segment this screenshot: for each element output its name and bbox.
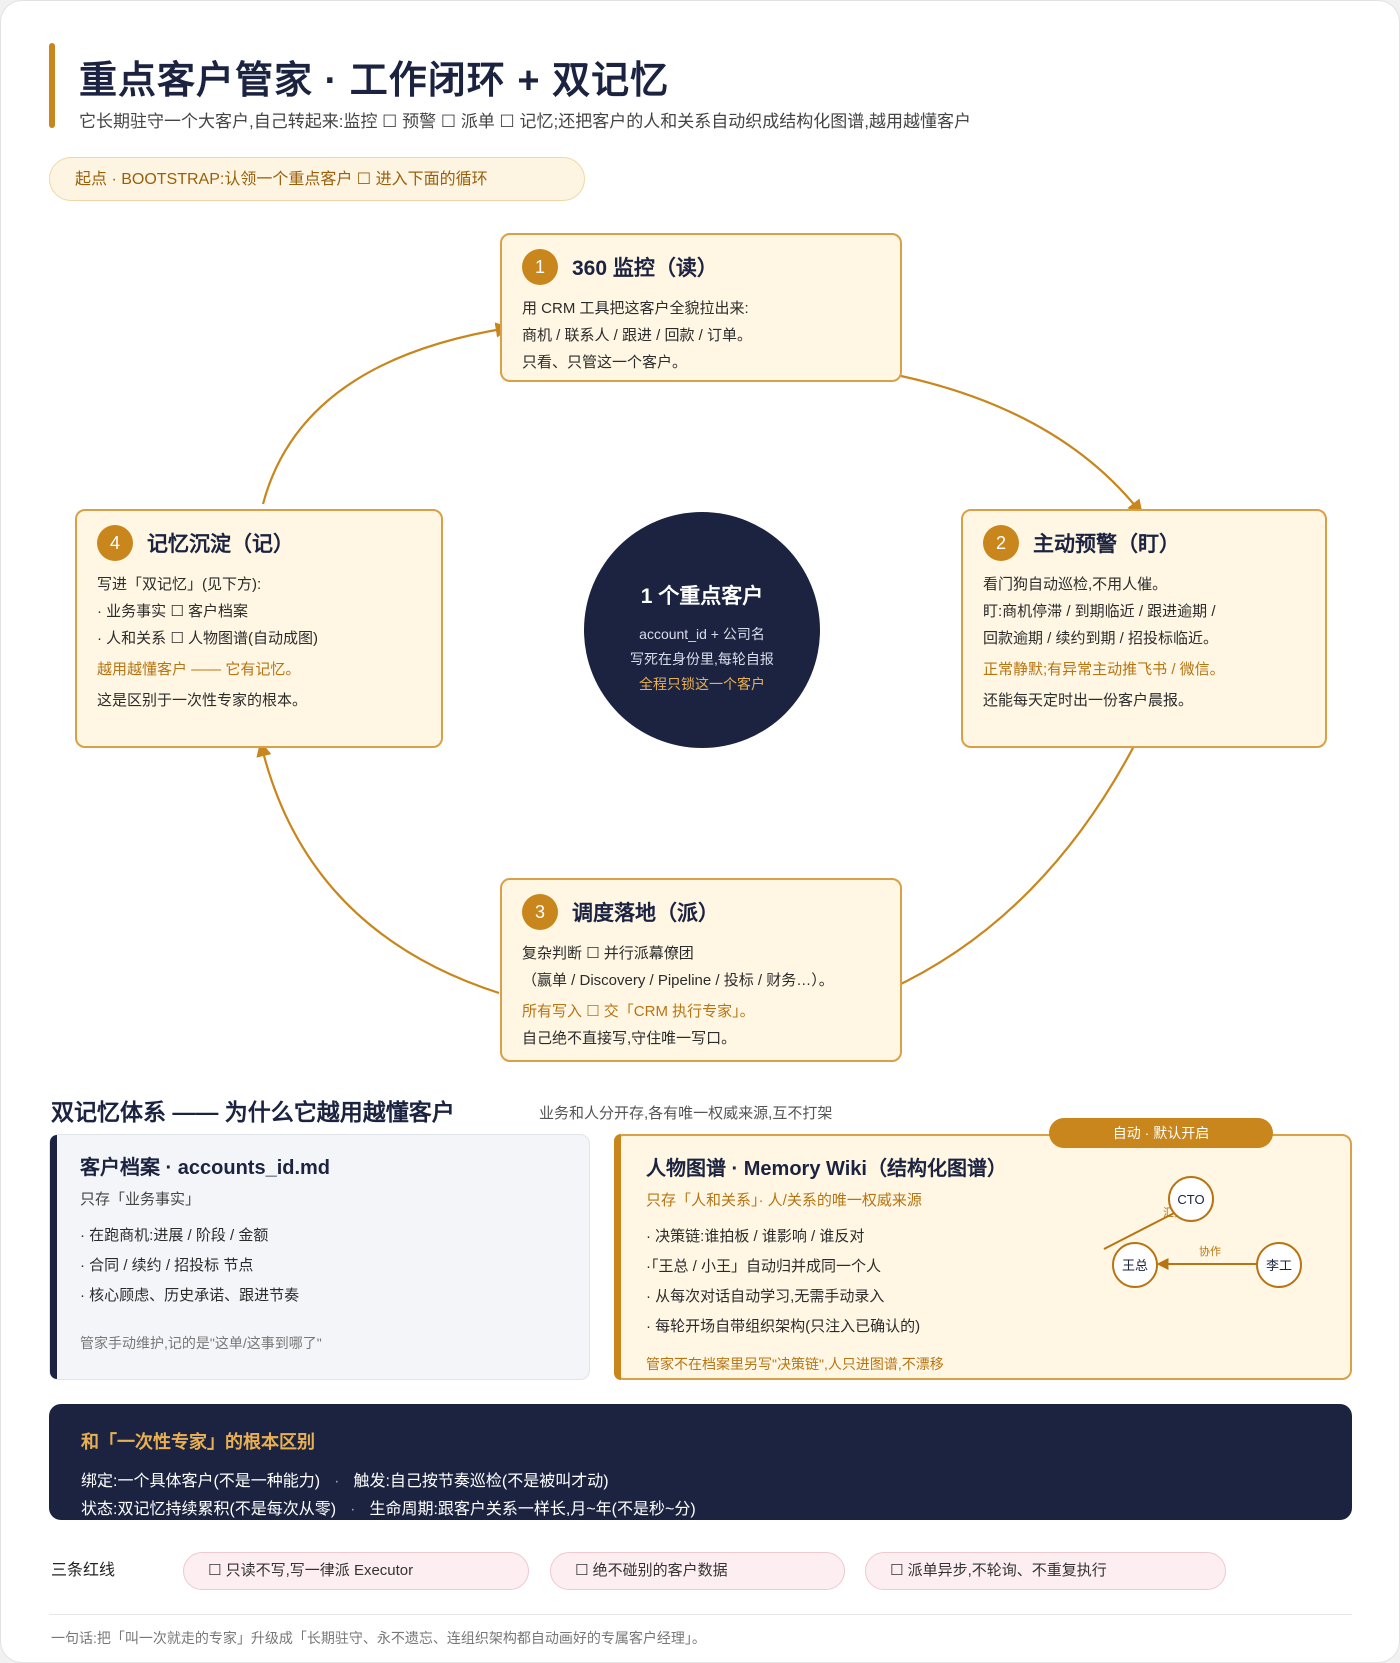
page-subtitle: 它长期驻守一个大客户,自己转起来:监控 ☐ 预警 ☐ 派单 ☐ 记忆;还把客户的… <box>79 112 971 131</box>
step-text: 用 CRM 工具把这客户全貌拉出来: <box>522 300 749 317</box>
list-item: ·「王总 / 小王」自动归并成同一个人 <box>646 1258 881 1275</box>
difference-row: 状态:双记忆持续累积(不是每次从零) · 生命周期:跟客户关系一样长,月~年(不是秒… <box>81 1496 1320 1524</box>
mini-org-graph: 汇报 协作 CTO 王总 李工 <box>1103 1176 1302 1288</box>
step-alert-box: 2 主动预警（盯） 看门狗自动巡检,不用人催。 盯:商机停滞 / 到期临近 / … <box>961 509 1327 748</box>
graph-node-wang <box>1112 1242 1158 1288</box>
step-text: 商机 / 联系人 / 跟进 / 回款 / 订单。 <box>522 327 753 344</box>
center-text: 写死在身份里,每轮自报 <box>630 651 774 667</box>
step-text: 复杂判断 ☐ 并行派幕僚团 <box>522 945 694 962</box>
difference-item: 状态:双记忆持续累积(不是每次从零) <box>81 1501 337 1518</box>
center-customer-circle: 1 个重点客户 account_id + 公司名 写死在身份里,每轮自报 全程只… <box>584 512 820 748</box>
step-text: 回款逾期 / 续约到期 / 招投标临近。 <box>983 630 1219 647</box>
graph-node-label: CTO <box>1177 1192 1204 1207</box>
center-title: 1 个重点客户 <box>640 585 764 608</box>
list-item: · 在跑商机:进展 / 阶段 / 金额 <box>80 1227 269 1244</box>
step-title: 调度落地（派） <box>572 902 719 925</box>
arrow-1-to-2 <box>900 374 1143 516</box>
step-text: 自己绝不直接写,守住唯一写口。 <box>522 1030 737 1047</box>
step-title: 360 监控（读） <box>572 257 718 280</box>
graph-node-label: 李工 <box>1266 1258 1292 1273</box>
step-text: 盯:商机停滞 / 到期临近 / 跟进逾期 / <box>983 603 1216 620</box>
step-text: 看门狗自动巡检,不用人催。 <box>983 576 1168 593</box>
panel-footnote: 管家手动维护,记的是"这单/这事到哪了" <box>80 1335 322 1351</box>
redlines-label: 三条红线 <box>51 1562 116 1579</box>
list-item: · 决策链:谁拍板 / 谁影响 / 谁反对 <box>646 1228 865 1245</box>
difference-item: 生命周期:跟客户关系一样长,月~年(不是秒~分) <box>369 1501 696 1518</box>
graph-edge-label: 协作 <box>1199 1244 1221 1258</box>
step-memory-box: 4 记忆沉淀（记） 写进「双记忆」(见下方): · 业务事实 ☐ 客户档案 · … <box>75 509 443 748</box>
step-accent-text: 所有写入 ☐ 交「CRM 执行专家」。 <box>522 1003 755 1020</box>
redline-pill: ☐ 只读不写,写一律派 Executor <box>183 1552 529 1590</box>
difference-row: 绑定:一个具体客户(不是一种能力) · 触发:自己按节奏巡检(不是被叫才动) <box>81 1468 1320 1496</box>
step-text: · 业务事实 ☐ 客户档案 <box>97 603 248 620</box>
step-accent-text: 越用越懂客户 —— 它有记忆。 <box>97 661 301 678</box>
graph-node-li <box>1256 1242 1302 1288</box>
step-monitor-box: 1 360 监控（读） 用 CRM 工具把这客户全貌拉出来: 商机 / 联系人 … <box>500 233 902 382</box>
difference-item: 绑定:一个具体客户(不是一种能力) <box>81 1473 321 1490</box>
people-graph-panel: 人物图谱 · Memory Wiki（结构化图谱） 只存「人和关系」· 人/关系… <box>614 1134 1352 1380</box>
account-profile-panel: 客户档案 · accounts_id.md 只存「业务事实」 · 在跑商机:进展… <box>49 1134 590 1380</box>
center-text: account_id + 公司名 <box>639 626 765 642</box>
step-number-badge: 2 <box>983 525 1019 561</box>
difference-title: 和「一次性专家」的根本区别 <box>81 1432 315 1452</box>
graph-node-label: 王总 <box>1122 1258 1148 1273</box>
arrow-2-to-3 <box>883 745 1135 993</box>
graph-node-cto <box>1168 1176 1214 1222</box>
loop-arrows <box>256 322 1143 995</box>
redline-pill: ☐ 派单异步,不轮询、不重复执行 <box>865 1552 1226 1590</box>
difference-box: 和「一次性专家」的根本区别 绑定:一个具体客户(不是一种能力) · 触发:自己按节奏… <box>49 1404 1352 1520</box>
footer-summary: 一句话:把「叫一次就走的专家」升级成「长期驻守、永不遗忘、连组织架构都自动画好的… <box>51 1630 706 1646</box>
step-text: 这是区别于一次性专家的根本。 <box>97 692 308 709</box>
memory-section-note: 业务和人分开存,各有唯一权威来源,互不打架 <box>539 1105 833 1122</box>
center-accent-text: 全程只锁这一个客户 <box>639 676 765 692</box>
panel-footnote: 管家不在档案里另写"决策链",人只进图谱,不漂移 <box>646 1356 944 1372</box>
panel-subtitle: 只存「业务事实」 <box>80 1191 201 1208</box>
step-title: 记忆沉淀（记） <box>147 533 294 556</box>
step-number-badge: 4 <box>97 525 133 561</box>
bootstrap-pill: 起点 · BOOTSTRAP:认领一个重点客户 ☐ 进入下面的循环 <box>49 157 585 201</box>
panel-accent-bar <box>50 1135 57 1379</box>
auto-default-badge: 自动 · 默认开启 <box>1049 1118 1273 1148</box>
redline-pill: ☐ 绝不碰别的客户数据 <box>550 1552 845 1590</box>
step-text: 还能每天定时出一份客户晨报。 <box>983 692 1194 709</box>
memory-section-title: 双记忆体系 —— 为什么它越用越懂客户 <box>51 1099 455 1125</box>
title-accent-bar <box>49 43 55 128</box>
step-text: 只看、只管这一个客户。 <box>522 354 688 371</box>
step-title: 主动预警（盯） <box>1033 533 1180 556</box>
arrow-4-to-1 <box>261 322 512 505</box>
arrow-3-to-4 <box>256 741 500 995</box>
step-accent-text: 正常静默;有异常主动推飞书 / 微信。 <box>983 661 1225 678</box>
panel-title: 客户档案 · accounts_id.md <box>80 1157 331 1179</box>
step-dispatch-box: 3 调度落地（派） 复杂判断 ☐ 并行派幕僚团 （赢单 / Discovery … <box>500 878 902 1062</box>
list-item: · 从每次对话自动学习,无需手动录入 <box>646 1288 885 1305</box>
page-title: 重点客户管家 · 工作闭环 + 双记忆 <box>79 60 670 102</box>
step-text: 写进「双记忆」(见下方): <box>97 576 262 593</box>
footer-divider <box>49 1614 1352 1615</box>
step-number-badge: 3 <box>522 894 558 930</box>
graph-edge-report <box>1103 1206 1187 1250</box>
step-text: · 人和关系 ☐ 人物图谱(自动成图) <box>97 630 318 647</box>
step-text: （赢单 / Discovery / Pipeline / 投标 / 财务…）。 <box>522 972 834 989</box>
panel-title: 人物图谱 · Memory Wiki（结构化图谱） <box>646 1158 1007 1180</box>
panel-subtitle: 只存「人和关系」· 人/关系的唯一权威来源 <box>646 1192 922 1209</box>
list-item: · 核心顾虑、历史承诺、跟进节奏 <box>80 1287 300 1304</box>
difference-item: 触发:自己按节奏巡检(不是被叫才动) <box>353 1473 609 1490</box>
separator-dot: · <box>334 1473 340 1490</box>
step-number-badge: 1 <box>522 249 558 285</box>
list-item: · 每轮开场自带组织架构(只注入已确认的) <box>646 1318 921 1335</box>
separator-dot: · <box>350 1501 356 1518</box>
panel-accent-bar <box>614 1134 621 1380</box>
list-item: · 合同 / 续约 / 招投标 节点 <box>80 1257 254 1274</box>
